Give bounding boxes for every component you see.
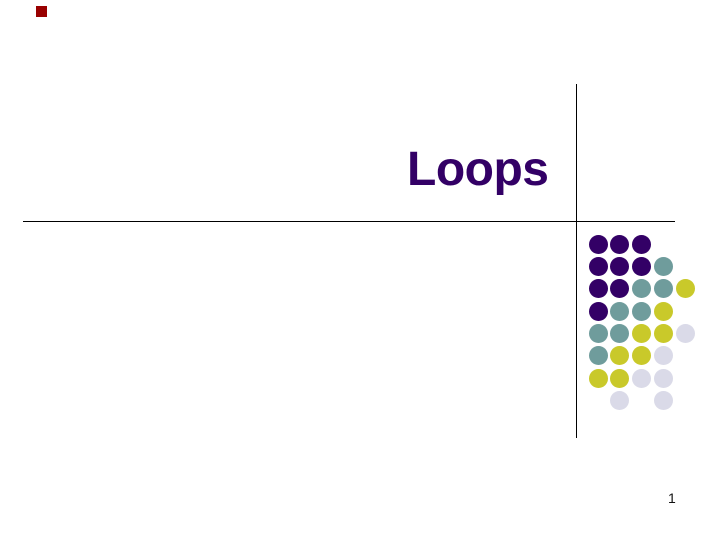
- dot-yellow: [632, 346, 652, 366]
- page-number: 1: [668, 490, 676, 506]
- dot-teal: [610, 323, 630, 343]
- dot-teal: [588, 346, 608, 366]
- dot-purple: [588, 256, 608, 276]
- dot-purple: [610, 279, 630, 299]
- dot-teal: [632, 301, 652, 321]
- dot-teal: [653, 256, 673, 276]
- dot-purple: [610, 256, 630, 276]
- dot-lavender: [675, 323, 695, 343]
- dot-purple: [588, 279, 608, 299]
- dot-lavender: [610, 390, 630, 410]
- dot-yellow: [632, 323, 652, 343]
- accent-square: [36, 6, 47, 17]
- dot-lavender: [653, 390, 673, 410]
- dot-purple: [588, 234, 608, 254]
- vertical-rule: [576, 84, 577, 438]
- dot-teal: [610, 301, 630, 321]
- dot-yellow: [653, 323, 673, 343]
- dot-yellow: [653, 301, 673, 321]
- horizontal-rule: [23, 221, 675, 222]
- dot-purple: [632, 234, 652, 254]
- dot-yellow: [675, 279, 695, 299]
- dot-teal: [632, 279, 652, 299]
- dot-lavender: [653, 368, 673, 388]
- dot-yellow: [610, 368, 630, 388]
- dot-yellow: [610, 346, 630, 366]
- slide-title: Loops: [407, 143, 549, 196]
- dot-lavender: [653, 346, 673, 366]
- dot-lavender: [632, 368, 652, 388]
- dot-purple: [610, 234, 630, 254]
- dot-purple: [588, 301, 608, 321]
- dot-teal: [653, 279, 673, 299]
- dot-yellow: [588, 368, 608, 388]
- dot-teal: [588, 323, 608, 343]
- dot-purple: [632, 256, 652, 276]
